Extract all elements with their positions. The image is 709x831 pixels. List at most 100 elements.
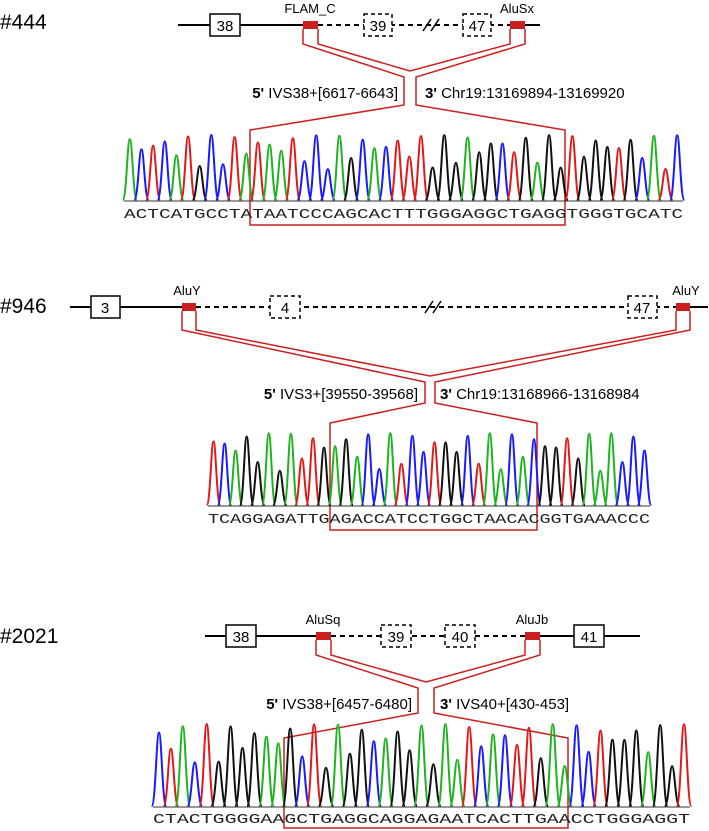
repeat-element-label: AluY	[672, 283, 700, 298]
trace-peak-C	[415, 450, 432, 506]
trace-peak-C	[360, 433, 377, 506]
trace-peak-T	[559, 437, 575, 506]
trace-peak-G	[482, 142, 500, 201]
repeat-element-label: AluSx	[500, 1, 534, 16]
trace-peak-T	[393, 462, 410, 506]
trace-peak-G	[281, 727, 299, 807]
trace-peak-T	[389, 139, 406, 201]
trace-peak-G	[238, 435, 255, 506]
trace-peak-C	[459, 434, 476, 506]
trace-peak-T	[508, 743, 526, 807]
exon-box	[209, 13, 241, 37]
trace-peak-C	[636, 449, 653, 506]
trace-peak-G	[246, 732, 263, 807]
exon-label: 47	[634, 300, 651, 317]
deleted-exon-box	[627, 295, 658, 319]
trace-peak-A	[377, 737, 395, 807]
trace-peak-T	[564, 135, 581, 201]
trace-peak-A	[269, 742, 287, 807]
trace-peak-A	[258, 735, 275, 807]
trace-peak-G	[471, 151, 488, 201]
trace-peak-A	[639, 751, 657, 807]
trace-peak-T	[657, 167, 674, 201]
breakpoint-connector	[181, 311, 691, 531]
axis-break-mark	[430, 18, 440, 32]
trace-peak-T	[505, 151, 523, 201]
trace-peak-T	[675, 723, 693, 807]
trace-peak-G	[401, 749, 418, 807]
trace-peak-G	[316, 446, 332, 506]
repeat-element-marker	[510, 21, 525, 29]
trace-peak-T	[226, 136, 243, 201]
trace-peak-A	[331, 134, 348, 201]
trace-peak-C	[216, 442, 233, 506]
trace-peak-A	[645, 134, 663, 201]
repeat-element-marker	[525, 632, 540, 640]
exon-label: 38	[233, 629, 250, 646]
gene-schematic: 3 4 47 AluY AluY	[70, 283, 708, 319]
trace-peak-T	[592, 729, 609, 807]
trace-peak-C	[133, 148, 150, 201]
repeat-element-marker	[182, 303, 196, 311]
trace-peak-A	[238, 152, 255, 201]
trace-peak-G	[627, 729, 645, 807]
sequence-read: ACTCATGCCTATAATCCCAGCACTTTGGGAGGCTGAGGTG…	[124, 207, 683, 223]
trace-peak-T	[610, 147, 628, 201]
trace-peak-A	[603, 432, 620, 506]
trace-peak-A	[493, 468, 509, 506]
trace-peak-A	[448, 758, 466, 807]
trace-peak-A	[121, 138, 138, 201]
trace-peak-T	[284, 137, 302, 201]
trace-peak-T	[249, 141, 267, 201]
trace-peak-G	[210, 760, 227, 807]
junction-5prime: 5' IVS38+[6617-6643]	[252, 85, 398, 102]
repeat-element-label: AluY	[173, 283, 201, 298]
trace-peak-T	[460, 725, 478, 807]
repeat-element-marker	[316, 632, 331, 640]
trace-peak-G	[191, 164, 208, 201]
breakpoint-connector	[249, 29, 566, 226]
trace-peak-G	[234, 746, 251, 807]
chromatogram	[121, 133, 686, 201]
deleted-exon-box	[363, 13, 393, 37]
junction-5prime: 5' IVS3+[39550-39568]	[264, 386, 418, 403]
trace-peak-C	[494, 142, 511, 201]
trace-peak-C	[669, 134, 686, 201]
panel-444: #444 38 39 47 FLAM_C AluSx 5' IVS38+[661…	[0, 1, 686, 226]
exon-label: 38	[217, 18, 234, 35]
trace-peak-G	[548, 446, 564, 506]
exon-label: 47	[469, 18, 486, 35]
trace-peak-G	[272, 469, 288, 506]
trace-peak-C	[634, 156, 651, 201]
trace-peak-A	[515, 455, 531, 506]
trace-peak-T	[470, 462, 487, 506]
repeat-element-label: AluSq	[306, 612, 341, 627]
trace-peak-T	[179, 135, 197, 201]
repeat-element-marker	[303, 21, 318, 29]
trace-peak-A	[283, 432, 299, 506]
trace-peak-G	[437, 441, 454, 506]
panel-946: #946 3 4 47 AluY AluY 5' IVS3+[39550-395…	[0, 283, 708, 531]
deleted-exon-box	[269, 295, 301, 319]
trace-peak-G	[341, 752, 359, 807]
trace-peak-C	[580, 750, 597, 807]
sequence-read: CTACTGGGGAAGCTGAGGCAGGAGAATCACTTGAACCTGG…	[153, 812, 690, 828]
trace-peak-G	[222, 725, 239, 807]
sequence-read: TCAGGAGATTGAGACCATCCTGGCTAACACGGTGAAACCC	[208, 512, 650, 528]
trace-peak-G	[604, 738, 621, 807]
trace-peak-A	[174, 725, 192, 807]
trace-peak-G	[353, 728, 371, 807]
trace-peak-C	[156, 140, 173, 201]
gene-schematic: 38 39 40 41 AluSq AluJb	[205, 612, 640, 648]
repeat-element-label: AluJb	[516, 612, 549, 627]
axis-break-mark	[432, 300, 442, 314]
trace-peak-A	[581, 432, 598, 506]
trace-peak-C	[377, 145, 395, 201]
panel-2021: #2021 38 39 40 41 AluSq AluJb 5' IVS38+[…	[0, 612, 693, 829]
exon-label: 4	[281, 300, 289, 317]
panel-label: #2021	[0, 625, 58, 648]
deleted-exon-box	[444, 624, 476, 648]
trace-peak-G	[424, 166, 441, 201]
exon-label: 3	[101, 300, 109, 317]
